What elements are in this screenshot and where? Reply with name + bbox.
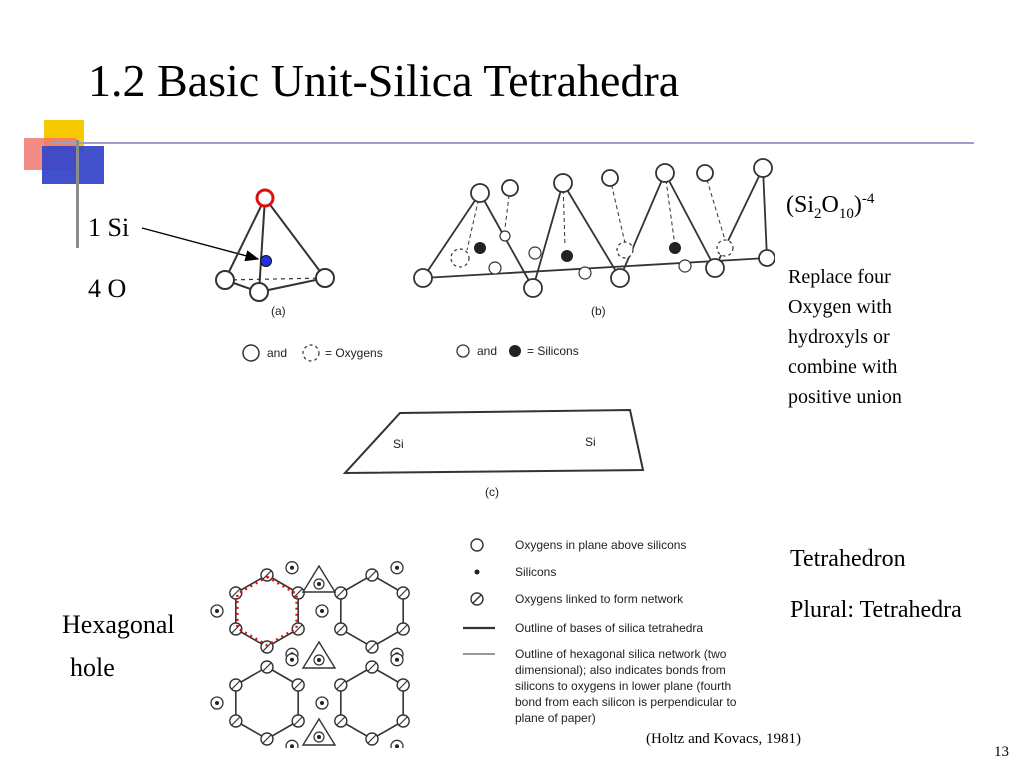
silica-figure: (a) (b) and = Oxygens and = Silicons Si …: [205, 148, 775, 748]
slide-title: 1.2 Basic Unit-Silica Tetrahedra: [88, 55, 680, 106]
legend-item-3: Oxygens linked to form network: [515, 592, 684, 606]
hexagonal-label: Hexagonal: [62, 610, 175, 639]
replace-note: Replace four Oxygen with hydroxyls or co…: [788, 266, 902, 408]
silicon-dot: [260, 255, 272, 267]
formula-o: O: [821, 192, 839, 218]
legend-item-8: bond from each silicon is perpendicular …: [515, 695, 737, 709]
plane-si-right: Si: [585, 435, 596, 449]
si-count-label: 1 Si: [88, 213, 130, 242]
formula-sub-1: 2: [814, 205, 822, 222]
legend-item-1: Oxygens in plane above silicons: [515, 538, 686, 552]
legend-item-4: Outline of bases of silica tetrahedra: [515, 621, 703, 635]
tetrahedron-a: [215, 188, 335, 302]
key-silicon-filled: [509, 345, 521, 357]
citation: (Holtz and Kovacs, 1981): [646, 731, 801, 747]
hexagonal-network: [210, 561, 410, 748]
o-count-label: 4 O: [88, 274, 127, 303]
decor-blue-block: [42, 146, 104, 184]
legend-item-7: silicons to oxygens in lower plane (four…: [515, 679, 731, 693]
title-underline: [52, 142, 974, 144]
key-oxygen-solid: [242, 344, 260, 362]
legend-item-9: plane of paper): [515, 711, 596, 725]
hole-label: hole: [70, 653, 115, 682]
plane-si-left: Si: [393, 437, 404, 451]
key-oxygen-dashed: [302, 344, 320, 362]
hexagonal-hole-highlight: [236, 575, 298, 647]
legend-oxygen-above-icon: [470, 538, 484, 552]
formula-charge: -4: [861, 191, 875, 207]
key-silicon-open: [456, 344, 470, 358]
key-silicons: = Silicons: [527, 344, 579, 358]
formula-close: ): [853, 192, 862, 218]
legend-item-5: Outline of hexagonal silica network (two: [515, 647, 727, 661]
key-and-2: and: [477, 344, 497, 358]
tetrahedra-chain-b: [413, 158, 775, 298]
label-b: (b): [591, 304, 606, 318]
key-oxygens: = Oxygens: [325, 346, 383, 360]
formula-sub-2: 10: [838, 205, 854, 222]
formula: (Si2O10)-4: [786, 192, 874, 222]
key-and-1: and: [267, 346, 287, 360]
apex-oxygen-highlight: [255, 188, 275, 208]
tetrahedron-label: Tetrahedron: [790, 546, 906, 572]
plural-label: Plural: Tetrahedra: [790, 597, 962, 623]
formula-base: (Si: [786, 192, 815, 218]
label-c: (c): [485, 485, 499, 499]
basal-plane-c: [342, 408, 645, 475]
legend-silicon-icon: [474, 569, 480, 575]
page-number: 13: [994, 744, 1009, 760]
left-vertical-rule: [76, 140, 79, 248]
label-a: (a): [271, 304, 286, 318]
legend-item-6: dimensional); also indicates bonds from: [515, 663, 726, 677]
legend-item-2: Silicons: [515, 565, 556, 579]
